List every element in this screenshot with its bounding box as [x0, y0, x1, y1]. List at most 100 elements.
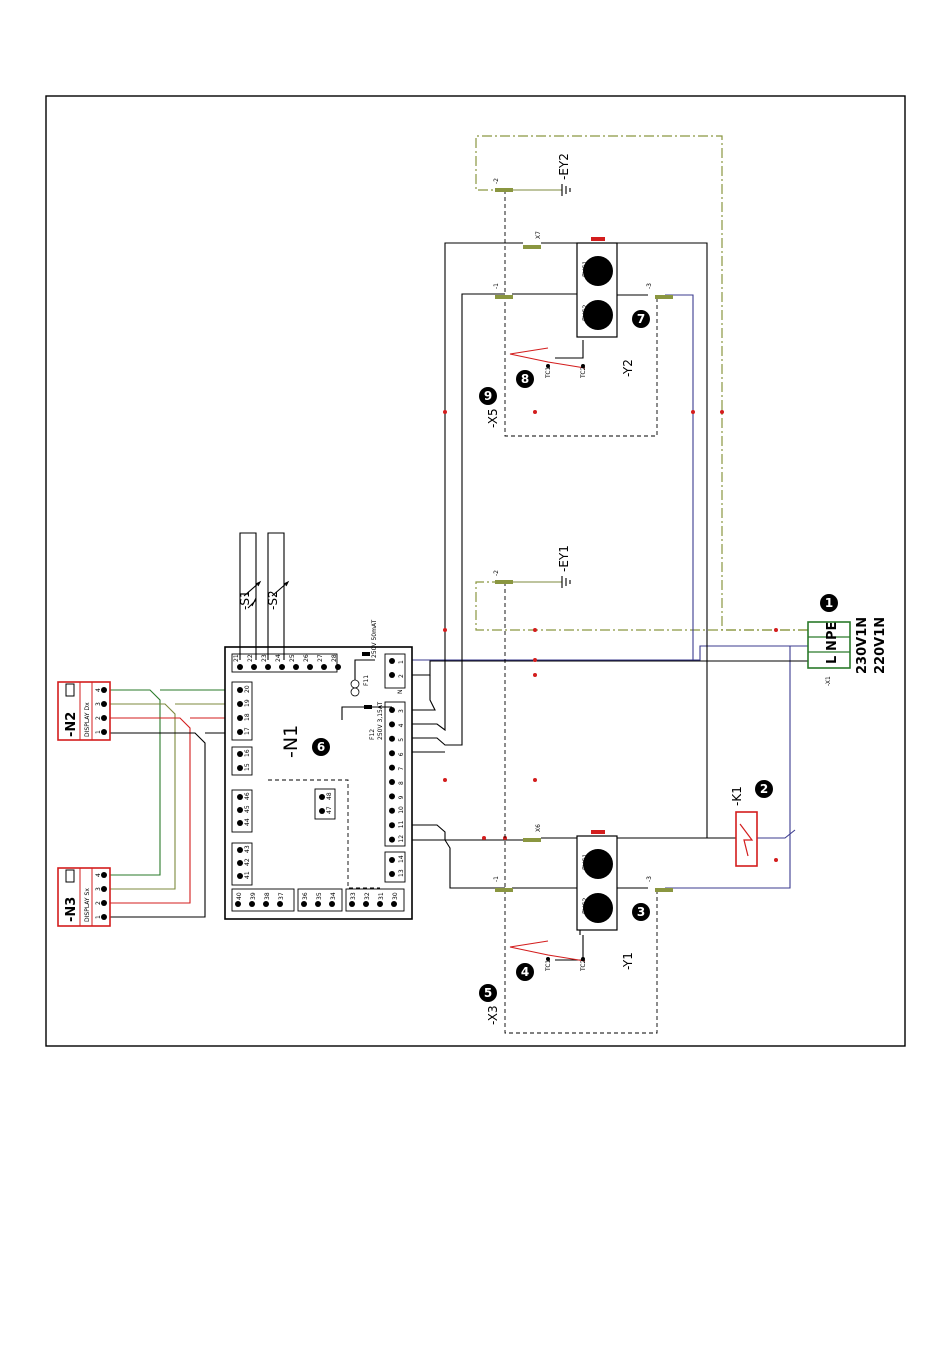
terminal-number: 6 [398, 752, 405, 756]
supply-terminal-x1: PE N L -X1 230V1N 220V1N [807, 617, 888, 686]
svg-text:-S2: -S2 [266, 590, 280, 610]
svg-text:DISPLAY Dx: DISPLAY Dx [84, 702, 91, 737]
diagram-frame [45, 95, 906, 1047]
terminal-4: 4 [389, 721, 405, 728]
terminal-number: 47 [326, 806, 333, 814]
evg1-label: EVG1 [582, 260, 589, 277]
terminal-40: 40 [235, 892, 243, 907]
display-pin-2 [101, 900, 107, 906]
terminal-45: 45 [237, 805, 251, 813]
callout-2: 2 [755, 780, 773, 798]
terminal-number: 8 [398, 781, 405, 785]
svg-text:4: 4 [521, 965, 529, 979]
tc2-terminal [581, 364, 585, 368]
box-label: -X3 [486, 1005, 500, 1025]
terminal-number: 15 [244, 763, 251, 771]
svg-text:5: 5 [484, 986, 492, 1000]
connector-X7: X7 [523, 231, 542, 249]
terminal-number: 24 [275, 654, 282, 662]
terminal-number: 5 [398, 738, 405, 742]
sensor-s2: -S2 [266, 532, 290, 660]
terminal-23: 23 [261, 654, 271, 670]
connector-label: X6 [535, 824, 542, 832]
terminal-12: 12 [389, 835, 405, 843]
valve-label: -Y2 [621, 359, 635, 377]
terminal-37: 37 [277, 892, 285, 907]
callout-5: 5 [479, 984, 497, 1002]
terminal-number: 22 [247, 654, 254, 662]
display-pin-number: 3 [95, 702, 102, 706]
display-pin-1 [101, 729, 107, 735]
ground--EY1: -2-EY1 [493, 545, 571, 588]
terminal-27: 27 [317, 654, 327, 670]
terminal-number: 37 [278, 892, 285, 900]
tc2-label: TC2 [580, 366, 587, 379]
svg-text:-S1: -S1 [238, 590, 252, 610]
tc1-terminal [546, 957, 550, 961]
control-board [224, 646, 413, 920]
terminal-number: 14 [398, 855, 405, 863]
display-pin-2 [101, 715, 107, 721]
pin-3: -3 [646, 876, 673, 892]
fuse-f12: F12 250V 3,15AT [341, 702, 392, 740]
terminal-30: 30 [391, 892, 399, 907]
terminal-number: 1 [398, 660, 405, 664]
terminal-number: 26 [303, 654, 310, 662]
terminal-2: 2 [389, 672, 405, 678]
svg-text:6: 6 [317, 740, 325, 754]
terminal-19: 19 [237, 699, 251, 707]
terminal-17: 17 [237, 727, 251, 735]
svg-text:220V1N: 220V1N [873, 617, 888, 674]
tc1-terminal [546, 364, 550, 368]
tc2-terminal [581, 957, 585, 961]
display-pin-number: 2 [95, 901, 102, 905]
terminal-21: 21 [233, 654, 243, 670]
terminal-32: 32 [363, 892, 371, 907]
tc2-label: TC2 [580, 959, 587, 972]
terminal-8: 8 [389, 779, 405, 785]
svg-text:-X1: -X1 [825, 676, 832, 686]
terminal-9: 9 [389, 793, 405, 800]
terminal-number: 7 [398, 767, 405, 771]
terminal-number: 27 [317, 654, 324, 662]
callout-7: 7 [632, 310, 650, 328]
callout-4: 4 [516, 963, 534, 981]
callout-9: 9 [479, 387, 497, 405]
svg-text:L: L [825, 656, 840, 664]
pin-1: -1 [493, 876, 513, 892]
terminal-number: 18 [244, 713, 251, 721]
callout-8: 8 [516, 370, 534, 388]
display-pin-3 [101, 701, 107, 707]
svg-text:N: N [397, 690, 404, 695]
display-pin-number: 3 [95, 887, 102, 891]
terminal-number: 10 [398, 806, 405, 814]
svg-text:DISPLAY Sx: DISPLAY Sx [84, 888, 91, 922]
terminal-36: 36 [301, 892, 309, 907]
terminal-number: 38 [264, 892, 271, 900]
terminal-44: 44 [237, 818, 251, 826]
pin-3: -3 [646, 283, 673, 299]
terminal-number: 23 [261, 654, 268, 662]
terminal-25: 25 [289, 654, 299, 670]
pin-3-label: -3 [646, 283, 653, 289]
terminal-6: 6 [389, 750, 405, 757]
display-pin-number: 4 [95, 873, 102, 877]
svg-text:F11: F11 [363, 675, 370, 686]
connector-X6: X6 [523, 824, 542, 842]
evg1-label: EVG1 [582, 853, 589, 870]
pin-1-label: -1 [493, 283, 500, 289]
terminal-number: 30 [392, 892, 399, 900]
terminal-number: 46 [244, 792, 251, 800]
pin-2-label: -2 [493, 178, 500, 184]
box-label: -X5 [486, 408, 500, 428]
display-pin-1 [101, 914, 107, 920]
svg-text:N: N [825, 640, 840, 651]
pin-1-label: -1 [493, 876, 500, 882]
sensor-s1: -S1 [238, 532, 262, 660]
pin-1: -1 [493, 283, 513, 299]
ground-label: -EY2 [557, 153, 571, 180]
